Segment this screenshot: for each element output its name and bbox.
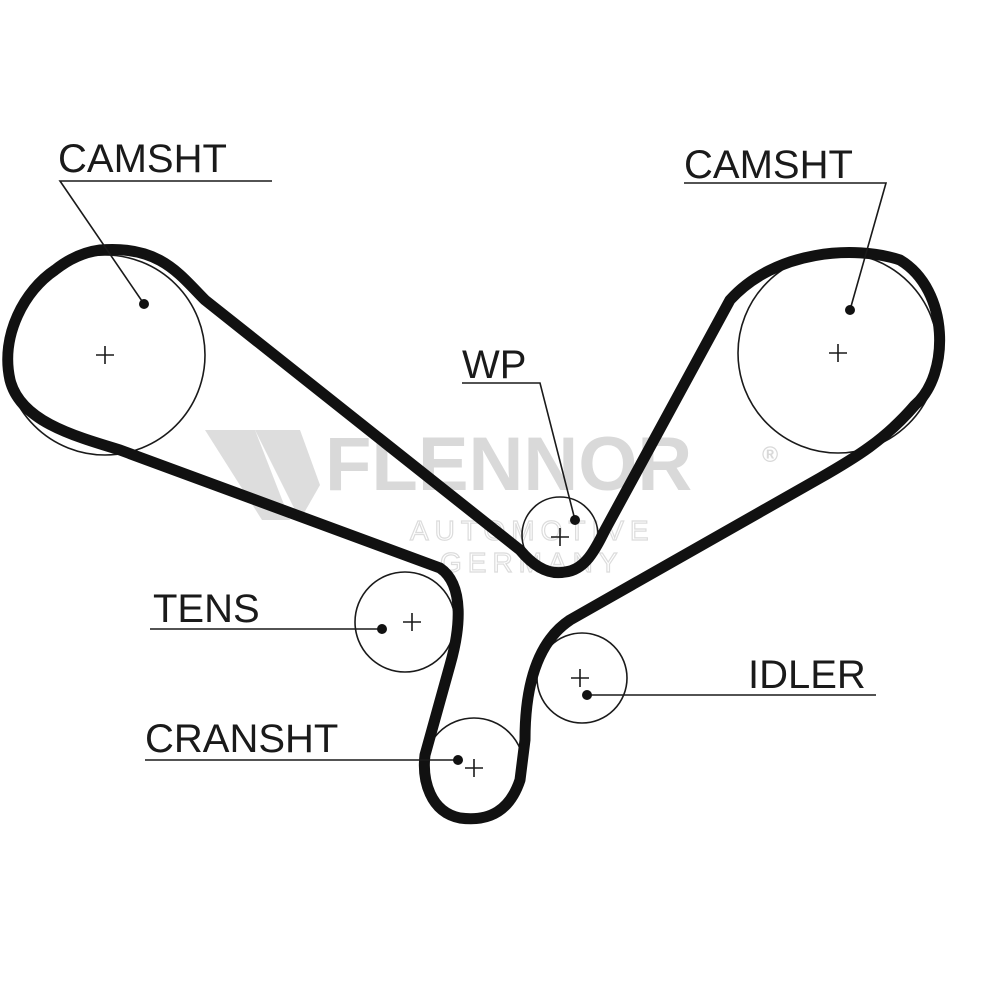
label-camshaft-right: CAMSHT bbox=[684, 143, 853, 187]
watermark-line1: AUTOMOTIVE bbox=[410, 515, 655, 546]
tensioner-center bbox=[403, 613, 421, 631]
leader-water-pump bbox=[462, 382, 576, 521]
flennor-logo-mark bbox=[205, 430, 320, 520]
label-idler: IDLER bbox=[748, 653, 866, 697]
dot-idler bbox=[582, 690, 592, 700]
camshaft-right-center bbox=[829, 344, 847, 362]
camshaft-left-center bbox=[96, 346, 114, 364]
dot-tensioner bbox=[377, 624, 387, 634]
leader-camshaft-left bbox=[58, 180, 272, 305]
label-crankshaft: CRANSHT bbox=[145, 717, 338, 761]
timing-belt bbox=[2, 243, 946, 825]
dot-camshaft-right bbox=[845, 305, 855, 315]
dot-crankshaft bbox=[453, 755, 463, 765]
label-camshaft-left: CAMSHT bbox=[58, 137, 227, 181]
label-tensioner: TENS bbox=[153, 587, 260, 631]
idler-center bbox=[571, 669, 589, 687]
pulley-center-marks bbox=[96, 344, 847, 777]
water-pump-center bbox=[551, 528, 569, 546]
crankshaft-center bbox=[465, 759, 483, 777]
watermark-registered-mark: ® bbox=[762, 442, 778, 467]
leader-camshaft-right bbox=[684, 182, 888, 311]
label-water-pump: WP bbox=[462, 343, 526, 387]
dot-water-pump bbox=[570, 515, 580, 525]
dot-camshaft-left bbox=[139, 299, 149, 309]
